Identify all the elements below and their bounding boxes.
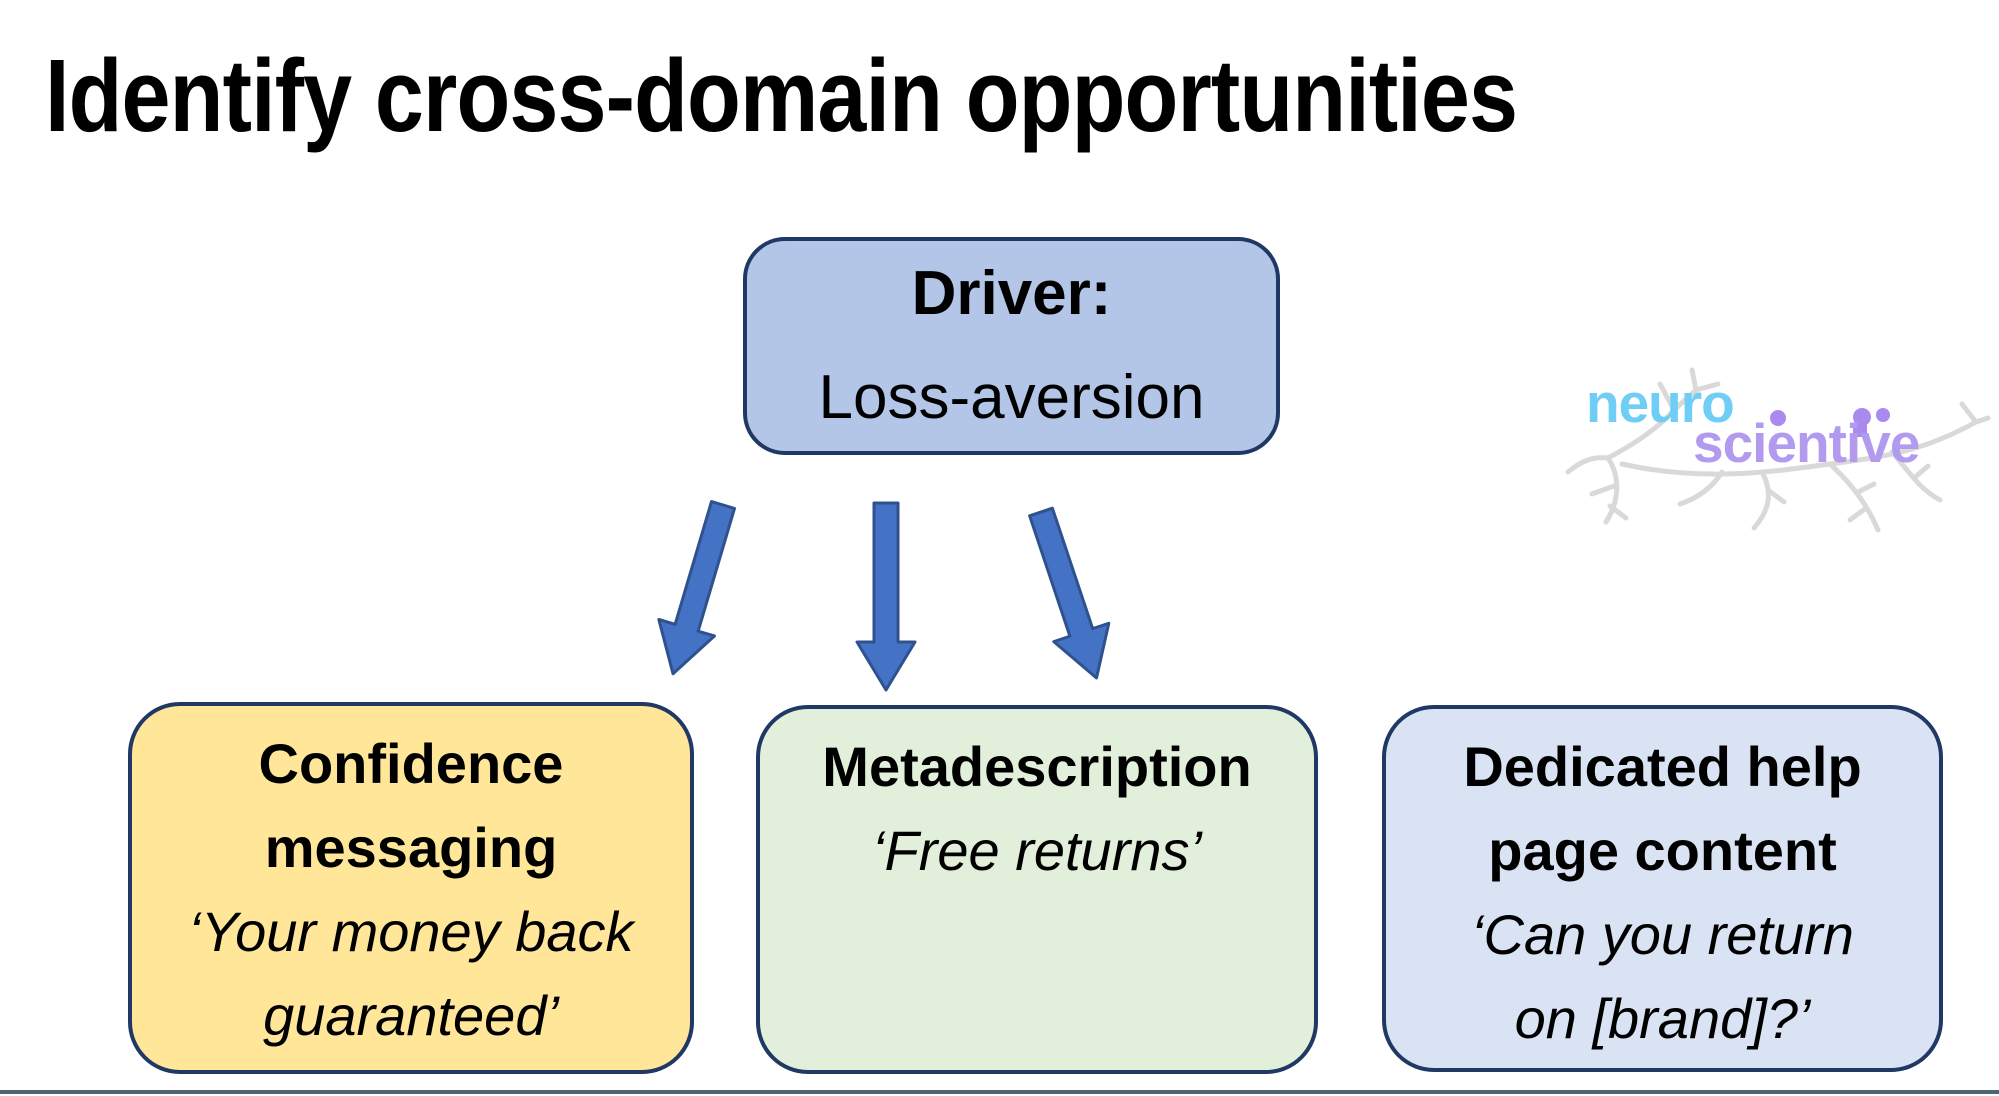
tactic-example-line: guaranteed’ <box>263 984 559 1047</box>
arrow-right-icon <box>1028 506 1111 680</box>
logo-word-scientive: scientive <box>1693 412 1920 474</box>
arrow-left-icon <box>657 500 737 676</box>
arrow-middle-icon <box>855 501 917 692</box>
neuroscientive-logo: neuro scientive <box>1562 360 1994 545</box>
tactic-example-line: ‘Your money back <box>188 900 634 963</box>
tactic-title-line: Confidence <box>258 732 564 795</box>
tactic-title-line: Dedicated help <box>1463 735 1862 798</box>
logo-word-neuro: neuro <box>1586 372 1735 434</box>
tactic-title-line: Metadescription <box>822 735 1252 798</box>
driver-value: Loss-aversion <box>818 363 1205 432</box>
tactic-box-confidence-messaging: Confidence messaging ‘Your money back gu… <box>128 702 694 1074</box>
tactic-example-line: ‘Free returns’ <box>872 819 1202 882</box>
tactic-example-line: ‘Can you return <box>1471 903 1854 966</box>
slide-title: Identify cross-domain opportunities <box>45 38 1518 153</box>
driver-box: Driver: Loss-aversion <box>743 237 1280 455</box>
tactic-box-metadescription: Metadescription ‘Free returns’ <box>756 705 1318 1074</box>
driver-label: Driver: <box>911 258 1112 328</box>
tactic-example-line: on [brand]?’ <box>1514 987 1811 1050</box>
tactic-title-line: messaging <box>264 816 558 879</box>
tactic-title-line: page content <box>1488 819 1837 882</box>
neuron-icon <box>1565 367 1991 533</box>
footer-divider <box>0 1090 1999 1094</box>
tactic-box-dedicated-help-page-content: Dedicated help page content ‘Can you ret… <box>1382 705 1943 1072</box>
